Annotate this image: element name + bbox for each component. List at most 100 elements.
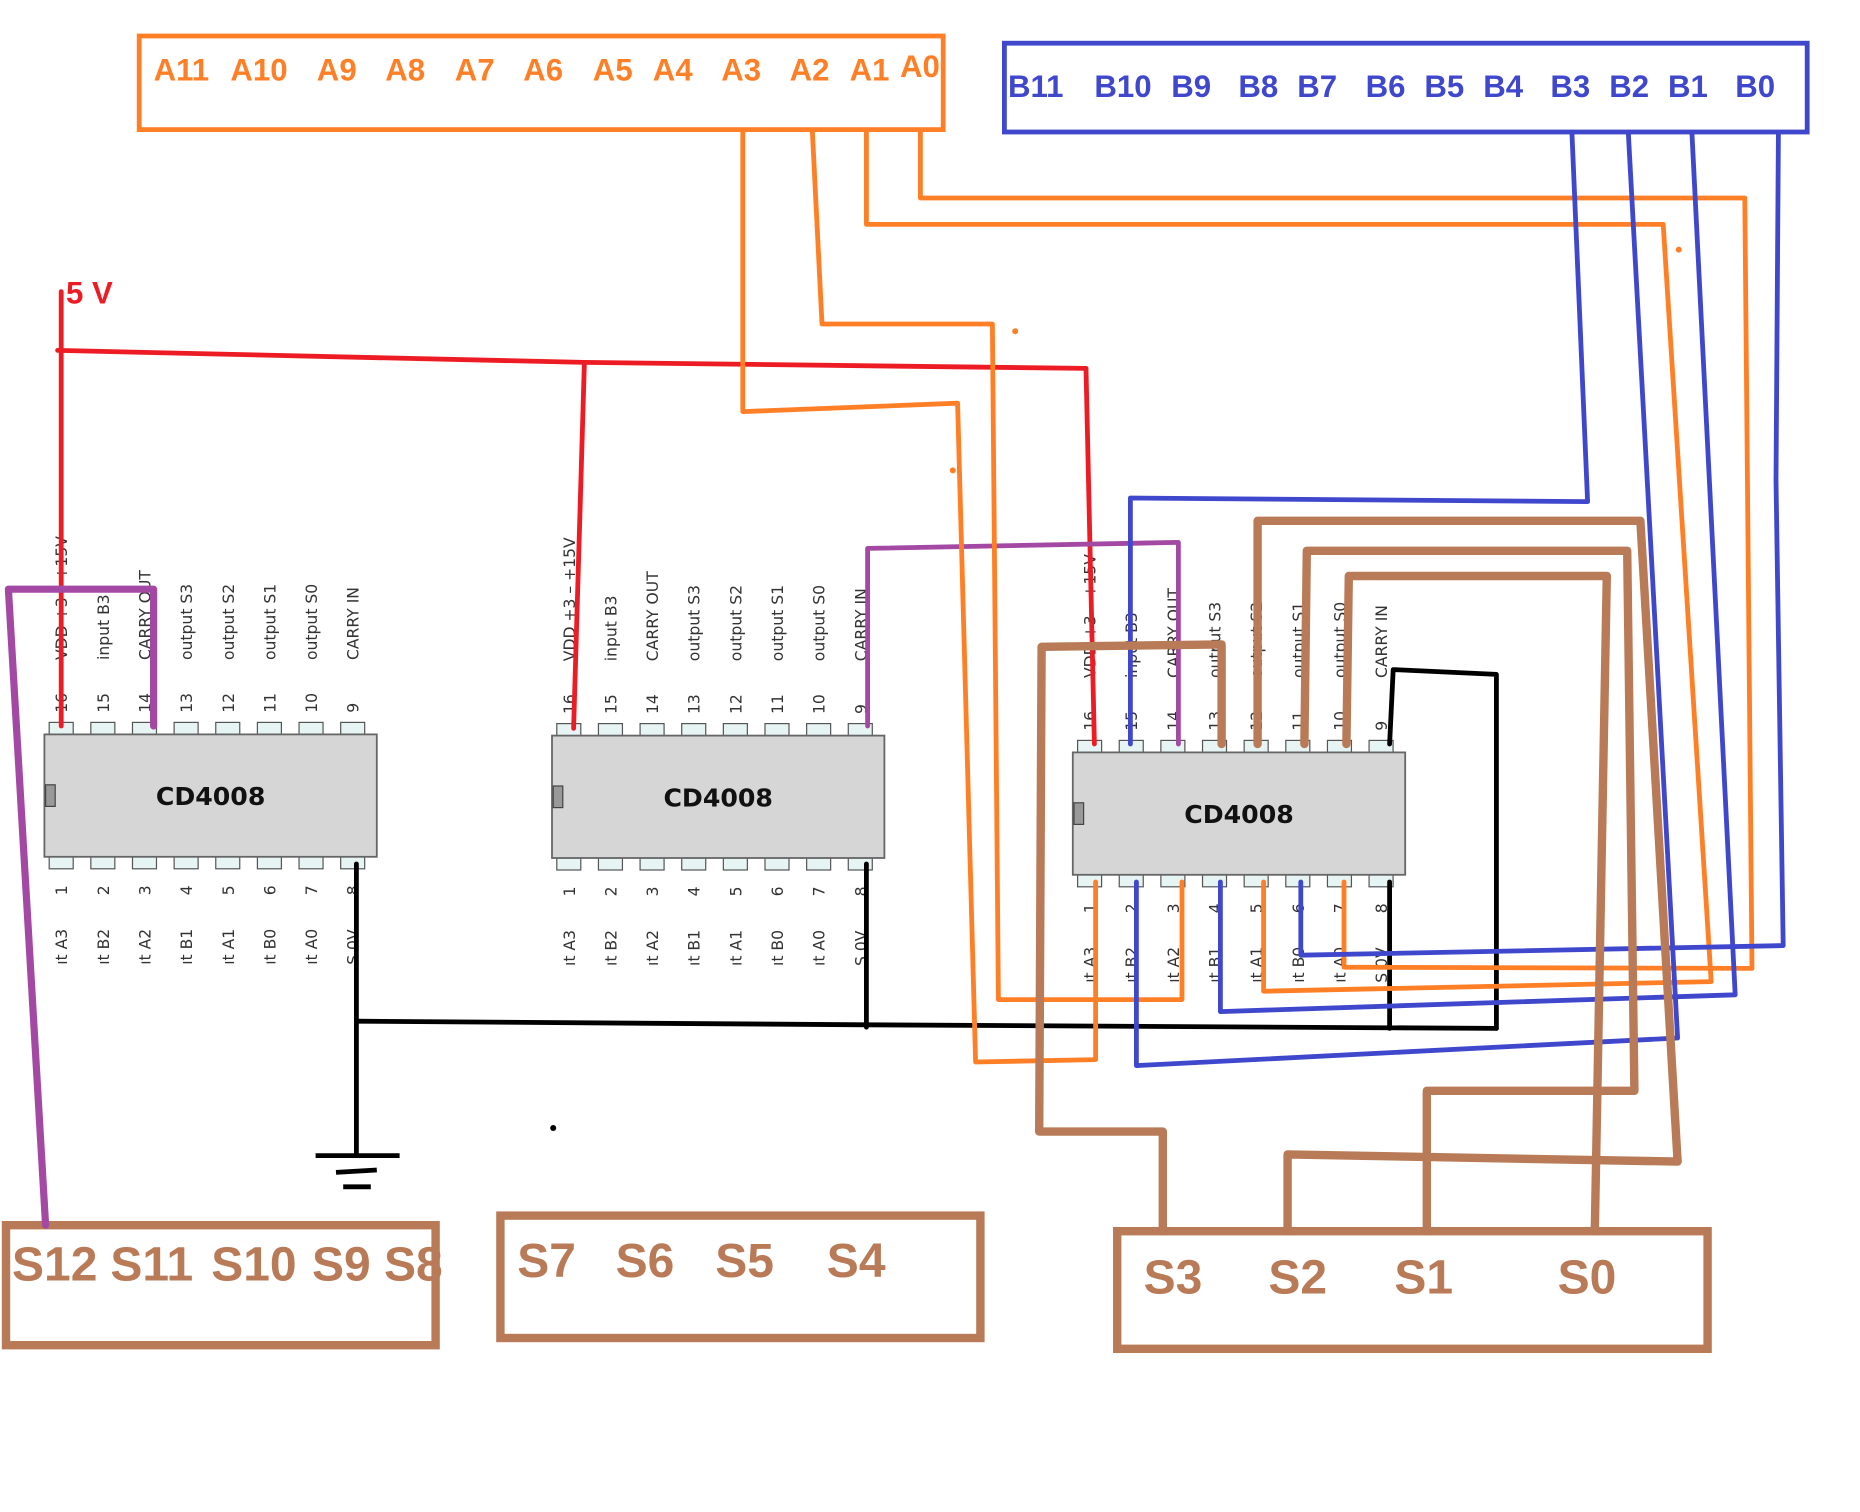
b-bus-label: B1 — [1668, 69, 1708, 104]
power-wire-chip2 — [571, 360, 587, 731]
pin-label: ıt B0 — [261, 929, 279, 965]
pin-label: CARRY IN — [1373, 605, 1391, 678]
s0-wire — [1342, 571, 1611, 1236]
power-rail — [55, 348, 1089, 371]
chip-pin — [722, 857, 748, 871]
pin-label: input B3 — [602, 596, 620, 662]
a-bus-label: A7 — [455, 52, 495, 87]
sum-label: S11 — [110, 1238, 193, 1291]
pin-label: output S1 — [261, 584, 279, 660]
chip-pin — [639, 857, 665, 871]
chip-pin — [48, 856, 74, 870]
chip-pin — [340, 721, 366, 735]
a-bus-label: A6 — [523, 52, 563, 87]
sum-label: S7 — [517, 1235, 576, 1288]
pin-label: ıt B2 — [95, 929, 113, 965]
stray-dot — [949, 467, 956, 474]
pin-number: 12 — [727, 694, 745, 714]
chip-name: CD4008 — [1184, 800, 1294, 829]
pin-number: 1 — [561, 886, 579, 896]
chip-pin — [639, 723, 665, 737]
chip-pin — [298, 721, 324, 735]
a-bus-label: A3 — [721, 52, 761, 87]
chip-pin — [1326, 874, 1353, 888]
pin-number: 10 — [811, 694, 829, 714]
chip-pin — [131, 856, 158, 870]
pin-label: output S3 — [686, 585, 704, 661]
b-bus-label: B0 — [1735, 69, 1775, 104]
stray-dot — [1012, 328, 1019, 335]
chip-pin — [1077, 739, 1103, 753]
chip-pin — [173, 856, 199, 870]
pin-number: 7 — [1331, 903, 1349, 913]
sum-label: S5 — [715, 1235, 774, 1288]
sum-label: S10 — [211, 1238, 296, 1291]
pin-label: ıt B1 — [178, 929, 196, 965]
pin-number: 2 — [602, 886, 620, 896]
b-bus-label: B10 — [1094, 69, 1151, 104]
chip-pin — [722, 723, 748, 737]
pin-number: 3 — [1165, 903, 1183, 913]
pin-number: 5 — [1248, 903, 1266, 913]
carry-out-to-s12 — [4, 585, 158, 1229]
b2-wire — [1133, 132, 1680, 1068]
b-bus-label: B5 — [1424, 69, 1464, 104]
chip-pin — [215, 856, 241, 870]
a-bus-label: A9 — [317, 52, 357, 87]
carry-in-ground-wire — [1387, 667, 1499, 1031]
chip-body — [43, 733, 378, 858]
chip-pin — [806, 723, 832, 737]
chip-body — [1071, 751, 1407, 876]
chip-pin — [256, 721, 282, 735]
pin-number: 11 — [769, 694, 787, 714]
b-bus-label: B11 — [1008, 69, 1063, 104]
chip-pin — [764, 857, 790, 871]
pin-label: input B3 — [95, 594, 113, 660]
pin-label: output S0 — [303, 584, 321, 660]
pin-number: 16 — [1082, 711, 1100, 731]
pin-label: ıt B1 — [686, 930, 704, 966]
chip-pin — [90, 721, 116, 735]
pin-label: ıt A1 — [727, 930, 745, 966]
pin-label: output S0 — [811, 585, 829, 661]
chip-pin — [597, 857, 624, 871]
pin-number: 12 — [220, 693, 238, 713]
pin-number: 3 — [644, 886, 662, 896]
pin-number: 4 — [686, 886, 704, 896]
pin-number: 9 — [345, 703, 363, 713]
pin-label: output S3 — [178, 584, 196, 660]
chip-pin — [90, 856, 116, 870]
chip-pin — [298, 856, 324, 870]
a-bus-label: A10 — [230, 52, 287, 87]
pin-label: CARRY IN — [345, 587, 363, 660]
chip-pin — [1118, 874, 1144, 888]
a3-wire — [740, 129, 1098, 1065]
pin-label: ıt A3 — [561, 930, 579, 966]
a2-wire — [810, 129, 1185, 1002]
sum-label: S0 — [1558, 1252, 1617, 1305]
pin-number: 10 — [303, 693, 321, 713]
pin-label: S 0V — [345, 929, 363, 965]
b3-wire — [1127, 132, 1590, 747]
a-bus-label: A4 — [653, 52, 694, 87]
pin-label: output S2 — [220, 584, 238, 660]
pin-number: 7 — [303, 885, 321, 895]
chip-pin — [681, 723, 707, 737]
pin-number: 15 — [95, 693, 113, 713]
sum-label: S2 — [1268, 1252, 1327, 1305]
pin-number: 1 — [53, 885, 71, 895]
a-bus-label: A2 — [790, 52, 830, 87]
wires: 5 V — [4, 129, 1786, 1236]
sum-label: S8 — [384, 1238, 443, 1291]
pin-label: ıt A2 — [644, 930, 662, 966]
chip-pin — [556, 857, 582, 871]
chip-pin — [173, 721, 199, 735]
b1-wire — [1217, 132, 1738, 1014]
pin-number: 4 — [1207, 903, 1225, 913]
pin-label: ıt A3 — [53, 929, 71, 965]
pin-number: 8 — [345, 885, 363, 895]
ground-bus — [354, 1018, 1499, 1031]
